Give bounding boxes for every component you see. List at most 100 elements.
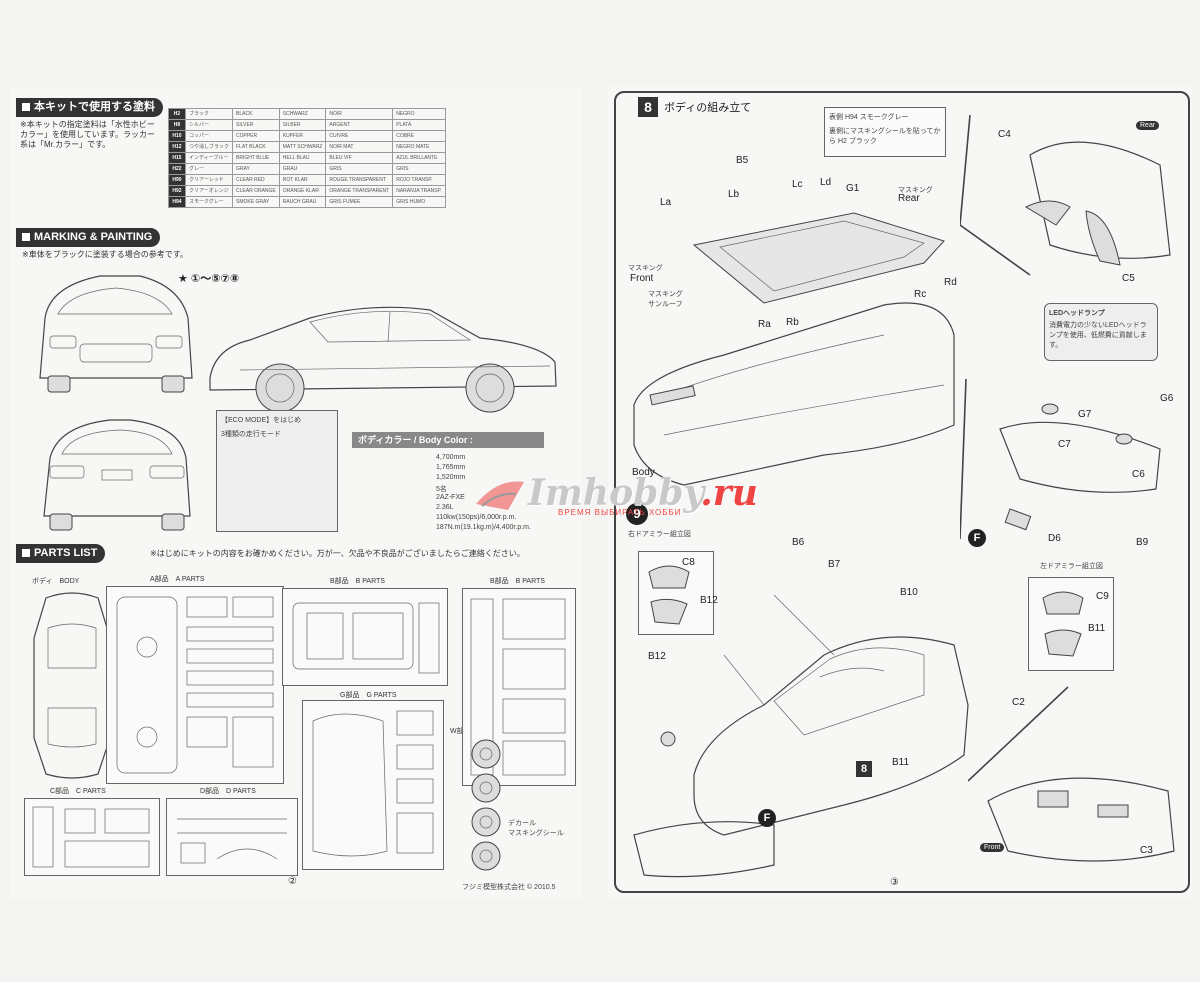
paint-name: グレー <box>184 163 234 175</box>
label-masking-rear: マスキング <box>898 187 933 194</box>
parts-g-frame <box>302 700 444 870</box>
eco-mode-box: 【ECO MODE】をはじめ 3種類の走行モード <box>216 410 338 532</box>
label-front: Front <box>630 273 654 284</box>
label-rc: Rc <box>914 289 927 300</box>
label-c7: C7 <box>1058 439 1071 450</box>
label-masking-sunroof: マスキング <box>648 291 683 298</box>
decal-label-2: マスキングシール <box>508 830 564 837</box>
step-8-number: 8 <box>638 97 658 117</box>
label-lb: Lb <box>728 189 740 200</box>
paint-code: H8 <box>168 119 186 131</box>
paint-name: SILBER <box>278 119 327 131</box>
label-c5: C5 <box>1122 273 1135 284</box>
car-rear-view <box>43 419 191 531</box>
label-masking-front: マスキング <box>628 265 663 272</box>
f-mark: F <box>968 529 986 547</box>
group-d: D部品 D PARTS <box>200 788 256 795</box>
label-b6: B6 <box>792 537 805 548</box>
label-rear: Rear <box>898 193 920 204</box>
left-mirror-box <box>1028 577 1114 671</box>
group-a: A部品 A PARTS <box>150 576 205 583</box>
marking-heading: MARKING & PAINTING <box>16 228 161 247</box>
label-g1: G1 <box>846 183 860 194</box>
paint-name: AZUL BRILLANTE <box>392 152 446 164</box>
watermark-brand: Imhobby.ru <box>528 472 758 514</box>
parts-w-wheels <box>471 739 501 871</box>
label-rd: Rd <box>944 277 957 288</box>
label-b11: B11 <box>892 757 910 768</box>
car-assembly-drawing <box>633 594 969 878</box>
marking-drawings <box>39 275 557 531</box>
spec-line: 4,700mm <box>436 454 466 461</box>
label-b9: B9 <box>1136 537 1149 548</box>
paint-name: ORANGE KLAR <box>278 185 327 197</box>
label-b10: B10 <box>900 587 918 598</box>
spec-line: 1,520mm <box>436 474 466 481</box>
parts-b-frame <box>282 588 448 686</box>
right-page-number: ③ <box>890 877 899 888</box>
label-ra: Ra <box>758 319 771 330</box>
spec-line: 5名 <box>436 486 447 493</box>
paint-name: コッパー <box>184 130 234 142</box>
marking-legend: ★ ①～⑤⑦⑧ <box>178 273 240 285</box>
paint-code: H92 <box>168 185 186 197</box>
right-mirror-title: 右ドアミラー組立図 <box>628 531 691 538</box>
paint-name: つや消しブラック <box>184 141 234 153</box>
label-rb: Rb <box>786 317 799 328</box>
paint-name: ORANGE TRANSPARENT <box>325 185 394 197</box>
paint-name: NOIR <box>325 108 394 120</box>
label-c3: C3 <box>1140 845 1153 856</box>
label-d6: D6 <box>1048 533 1061 544</box>
label-sunroof: サンルーフ <box>648 301 683 308</box>
paint-name: ROUGE TRANSPARENT <box>325 174 394 186</box>
label-c9: C9 <box>1096 591 1109 602</box>
spec-line: 187N.m(19.1kg.m)/4,400r.p.m. <box>436 524 531 531</box>
paint-name: CUIVRE <box>325 130 394 142</box>
paint-name: BLEU VIF <box>325 152 394 164</box>
paint-code: H15 <box>168 152 186 164</box>
group-g: G部品 G PARTS <box>340 692 397 699</box>
label-b7: B7 <box>828 559 841 570</box>
group-b: B部品 B PARTS <box>330 578 385 585</box>
spec-line: 2AZ-FXE <box>436 494 465 501</box>
label-la: La <box>660 197 672 208</box>
watermark-logo-icon <box>476 481 524 510</box>
paint-name: SILVER <box>232 119 280 131</box>
parts-a-frame <box>106 586 284 784</box>
body-color-label: ボディカラー / Body Color : <box>352 432 544 448</box>
label-g6: G6 <box>1160 393 1174 404</box>
label-b11b: B11 <box>1088 623 1106 634</box>
paint-code: H22 <box>168 163 186 175</box>
marking-note: ※車体をブラックに塗装する場合の参考です。 <box>22 250 188 259</box>
step-8-title: ボディの組み立て <box>664 102 752 114</box>
right-page: 8 ボディの組み立て 表側 H94 スモークグレー 裏側にマスキングシールを貼っ… <box>608 85 1192 898</box>
copyright: フジミ模型株式会社 © 2010.5 <box>462 884 556 891</box>
spec-line: 110kw(150ps)/6,000r.p.m. <box>436 514 517 521</box>
label-lc: Lc <box>792 179 803 190</box>
paint-name: インディーブルー <box>184 152 234 164</box>
group-c: C部品 C PARTS <box>50 788 106 795</box>
paint-name: RAUCH GRAU <box>278 196 327 208</box>
paint-name: NARANJA TRANSP. <box>392 185 446 197</box>
assembly-frame <box>614 91 1190 893</box>
paint-name: SMOKE GRAY <box>232 196 280 208</box>
paint-name: BRIGHT BLUE <box>232 152 280 164</box>
f-mark-2: F <box>758 809 776 827</box>
paint-code: H10 <box>168 130 186 142</box>
parts-heading: PARTS LIST <box>16 544 106 563</box>
paint-code: H2 <box>168 108 186 120</box>
label-b12: B12 <box>700 595 718 606</box>
paint-name: ROT KLAR <box>278 174 327 186</box>
label-c6: C6 <box>1132 469 1145 480</box>
paint-name: CLEAR RED <box>232 174 280 186</box>
parts-note: ※はじめにキットの内容をお確かめください。万が一、欠品や不良品がございましたらご… <box>150 549 525 558</box>
paint-name: スモークグレー <box>184 196 234 208</box>
